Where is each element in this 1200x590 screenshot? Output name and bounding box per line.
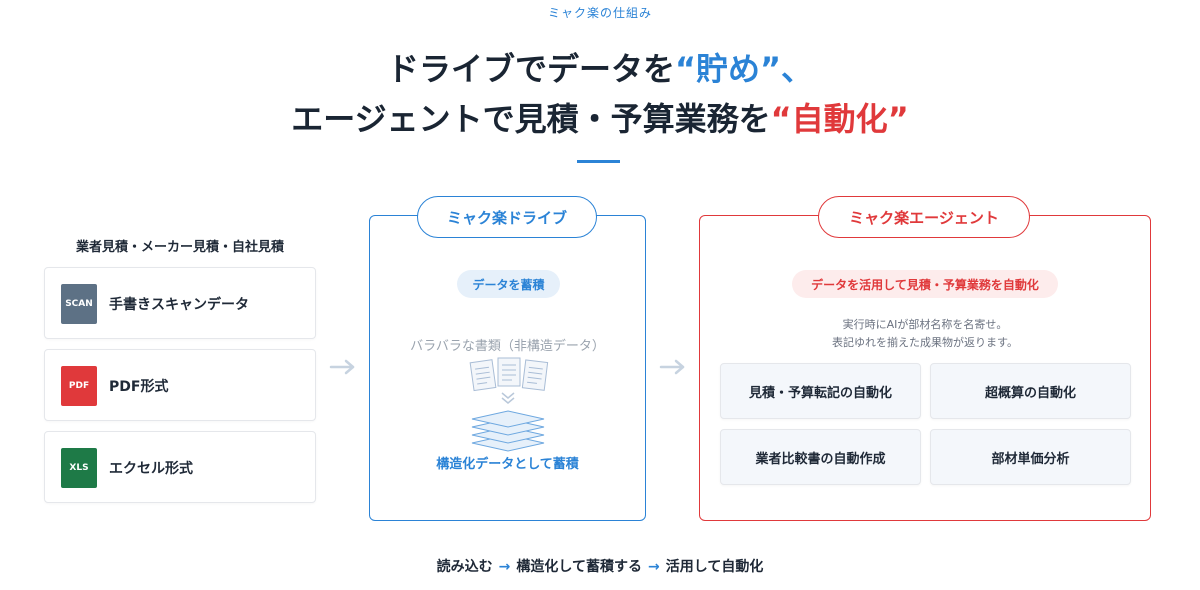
title-underline <box>577 160 620 163</box>
right-arrow-icon <box>329 359 355 375</box>
source-card-pdf: PDF PDF形式 <box>44 349 316 421</box>
flow-step-read: 読み込む <box>436 559 493 575</box>
feature-card-rough-estimate: 超概算の自動化 <box>930 363 1131 419</box>
headline-open-quote-1: “ <box>674 50 696 88</box>
docs-to-structured-icon <box>469 357 549 452</box>
source-label-scan: 手書きスキャンデータ <box>109 297 249 313</box>
headline-emphasis-automate: 自動化 <box>791 100 888 138</box>
headline-close-quote-1: ”、 <box>760 50 814 88</box>
feature-card-unit-price-analysis: 部材単価分析 <box>930 429 1131 485</box>
flow-step-structure: 構造化して蓄積する <box>516 559 642 575</box>
scan-file-icon: SCAN <box>61 284 97 324</box>
stacked-layers-icon <box>471 410 545 452</box>
scattered-docs-icon <box>469 357 549 392</box>
excel-file-icon: XLS <box>61 448 97 488</box>
agent-title-pill: ミャク楽エージェント <box>818 196 1030 238</box>
right-arrow-icon <box>659 359 685 375</box>
source-label-pdf: PDF形式 <box>109 379 169 395</box>
flow-summary: 読み込む → 構造化して蓄積する → 活用して自動化 <box>0 556 1200 576</box>
headline-line-1-text: ドライブでデータを <box>386 50 675 88</box>
section-eyebrow: ミャク楽の仕組み <box>547 6 652 20</box>
agent-description-line-2: 表記ゆれを揃えた成果物が返ります。 <box>832 336 1018 349</box>
source-card-scan: SCAN 手書きスキャンデータ <box>44 267 316 339</box>
source-label-excel: エクセル形式 <box>109 461 193 477</box>
source-card-excel: XLS エクセル形式 <box>44 431 316 503</box>
drive-title-pill: ミャク楽ドライブ <box>417 196 597 238</box>
feature-card-transcription: 見積・予算転記の自動化 <box>720 363 921 419</box>
right-arrow-icon: → <box>498 559 511 575</box>
headline-close-quote-2: ” <box>887 100 909 138</box>
headline-line-2: エージェントで見積・予算業務を“自動化” <box>0 94 1200 140</box>
structured-data-label: 構造化データとして蓄積 <box>436 457 579 472</box>
right-arrow-icon: → <box>648 559 660 575</box>
headline-emphasis-store: 貯め <box>695 50 760 88</box>
headline-open-quote-2: “ <box>770 100 792 138</box>
drive-sub-badge: データを蓄積 <box>457 270 560 298</box>
headline-line-1: ドライブでデータを“貯め”、 <box>0 44 1200 90</box>
chevron-down-icon <box>501 392 515 404</box>
sources-title: 業者見積・メーカー見積・自社見積 <box>75 240 284 255</box>
unstructured-docs-label: バラバラな書類（非構造データ） <box>410 339 605 354</box>
feature-card-vendor-comparison: 業者比較書の自動作成 <box>720 429 921 485</box>
agent-description-line-1: 実行時にAIが部材名称を名寄せ。 <box>842 318 1008 331</box>
pdf-file-icon: PDF <box>61 366 97 406</box>
flow-step-automate: 活用して自動化 <box>665 559 764 575</box>
agent-sub-badge: データを活用して見積・予算業務を自動化 <box>792 270 1058 298</box>
headline-line-2-text: エージェントで見積・予算業務を <box>291 100 771 138</box>
